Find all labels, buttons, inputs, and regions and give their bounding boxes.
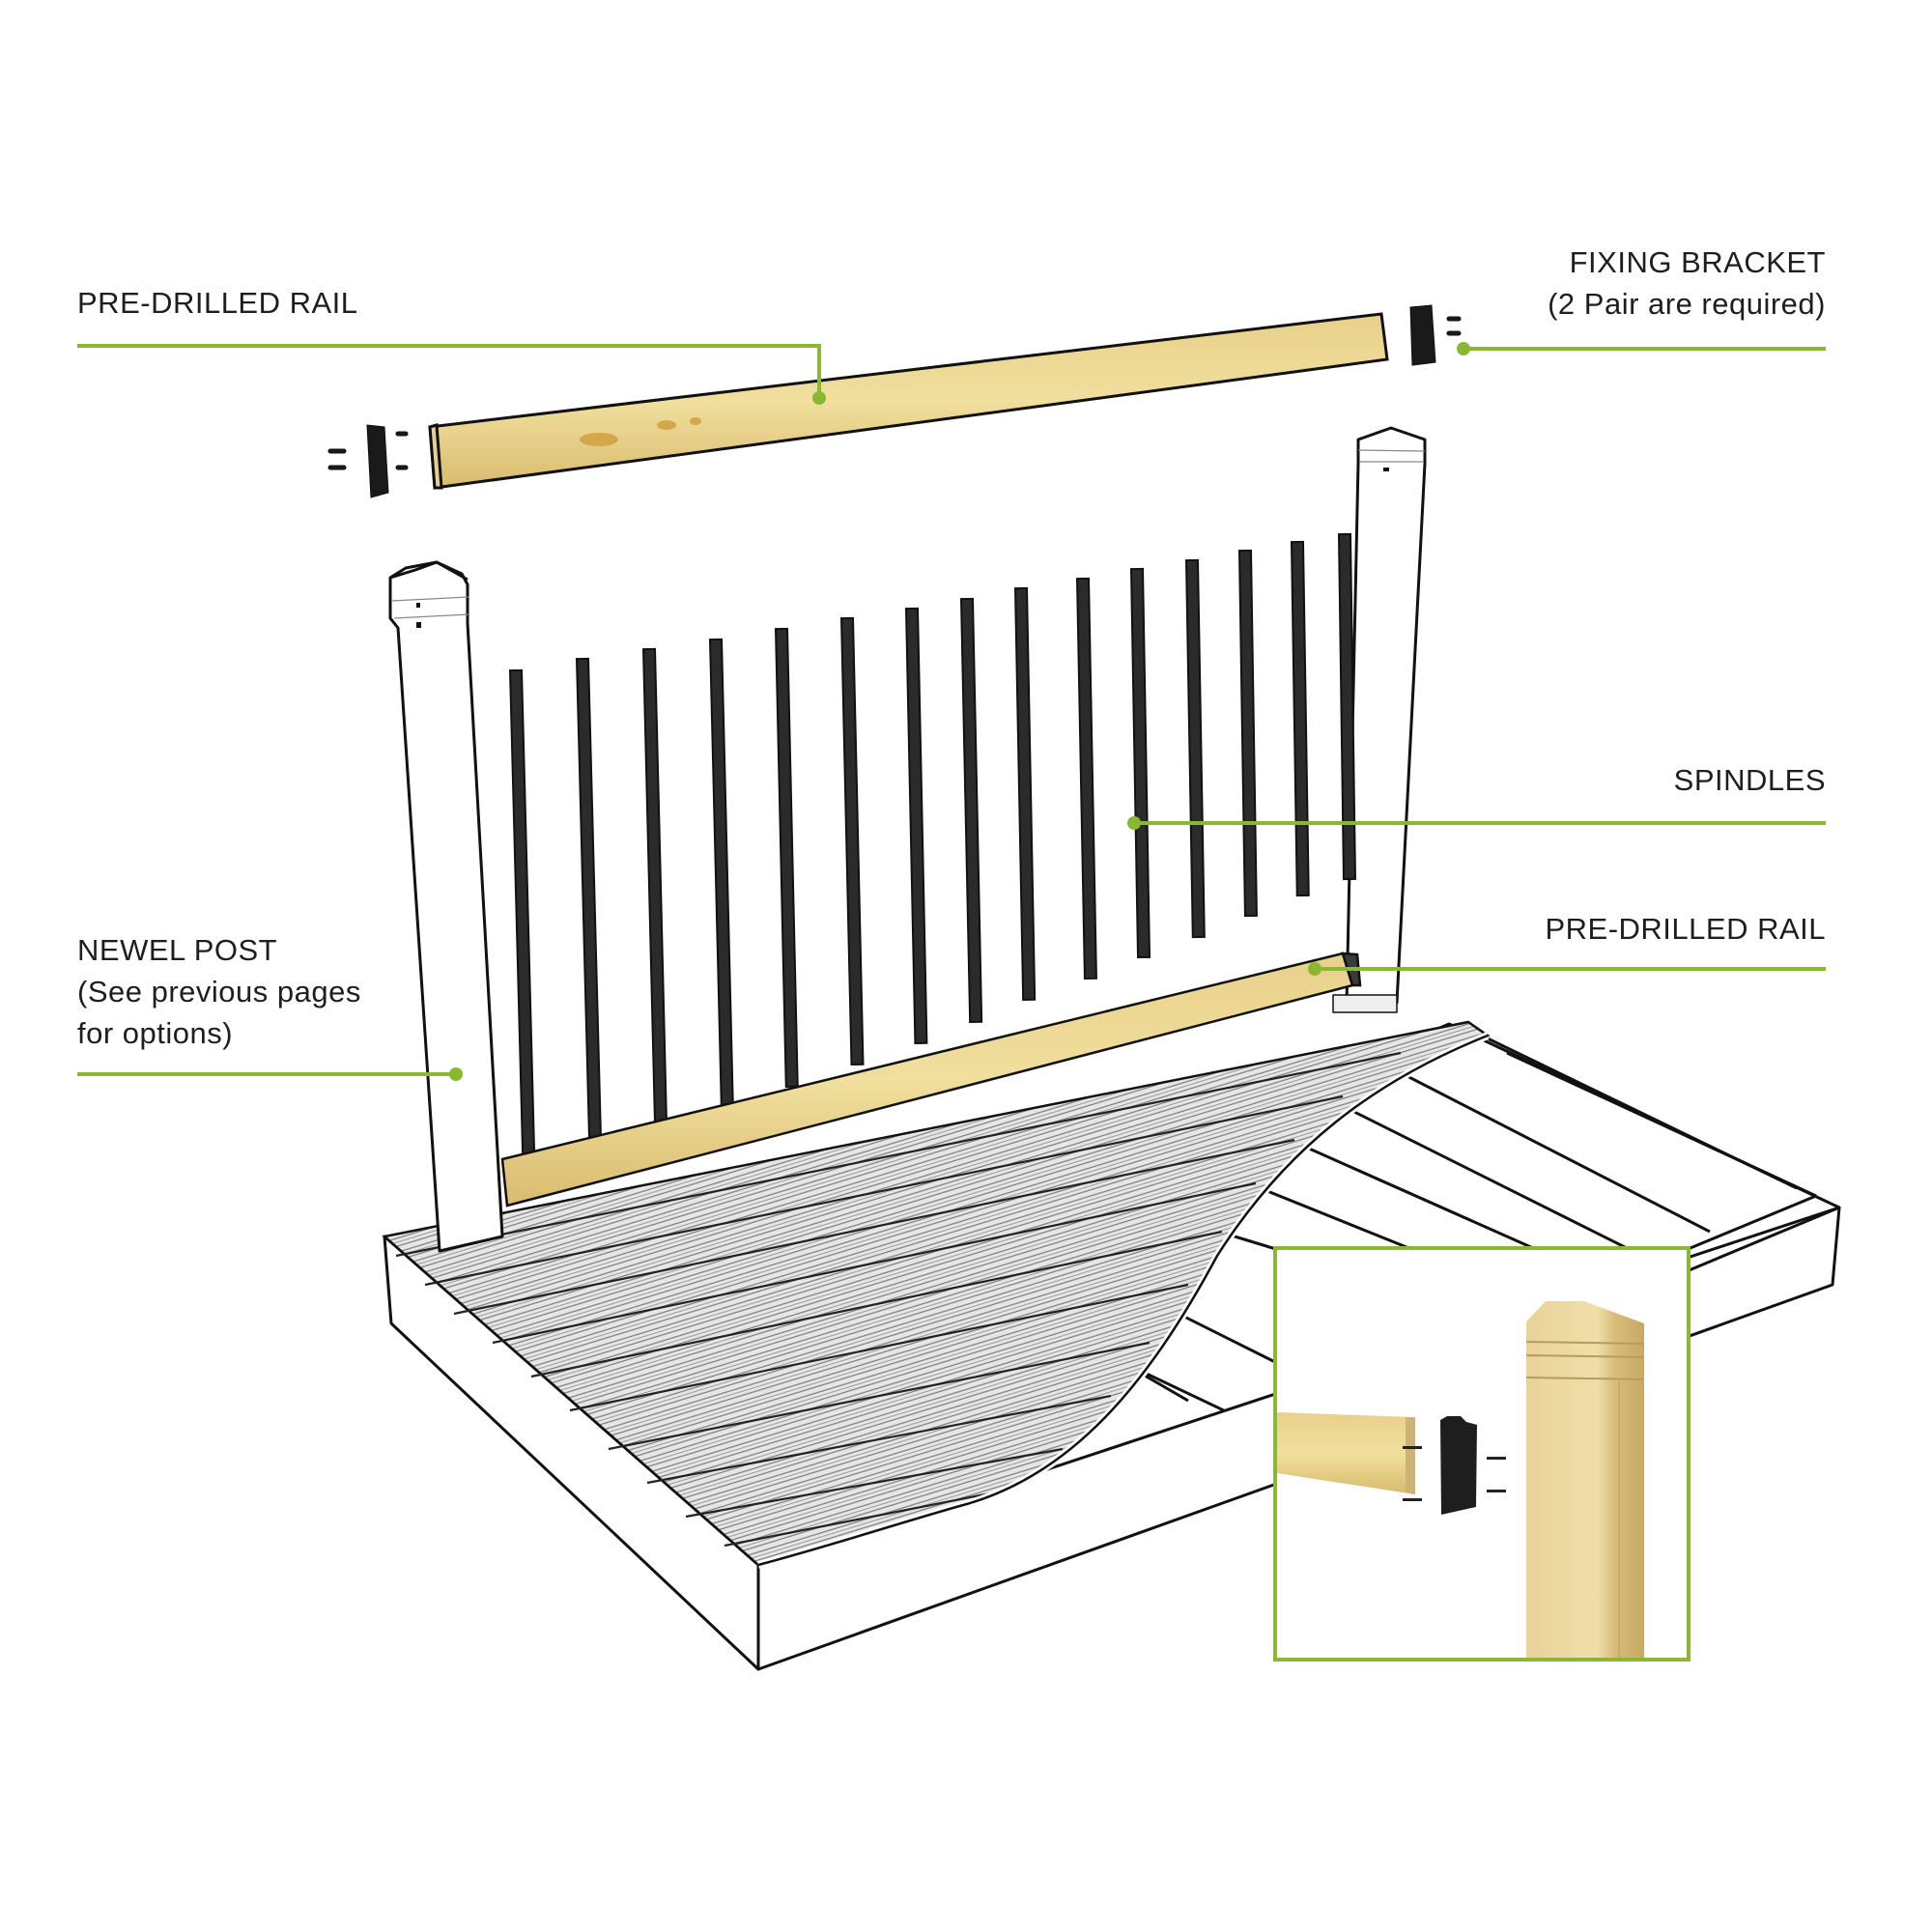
label-newel-post: NEWEL POST (See previous pages for optio…	[77, 929, 361, 1054]
spindles	[508, 532, 1356, 1179]
label-fixing-bracket-title: FIXING BRACKET	[1569, 245, 1826, 279]
label-top-rail-text: PRE-DRILLED RAIL	[77, 286, 358, 320]
deck-boards	[382, 1020, 1491, 1569]
label-bottom-rail-text: PRE-DRILLED RAIL	[1545, 912, 1826, 946]
label-newel-post-note-1: (See previous pages	[77, 975, 361, 1009]
label-spindles: SPINDLES	[1674, 759, 1826, 801]
leader-lines	[77, 342, 1826, 1081]
bottom-rail	[500, 952, 1362, 1208]
fixing-bracket-left	[327, 424, 409, 498]
label-bottom-rail: PRE-DRILLED RAIL	[1545, 908, 1826, 950]
label-top-rail: PRE-DRILLED RAIL	[77, 282, 358, 324]
label-spindles-text: SPINDLES	[1673, 763, 1826, 797]
label-fixing-bracket-note: (2 Pair are required)	[1548, 287, 1826, 321]
inset-detail	[1273, 1246, 1690, 1662]
label-newel-post-note-2: for options)	[77, 1016, 234, 1050]
fixing-bracket-right	[1409, 304, 1462, 366]
label-newel-post-title: NEWEL POST	[77, 933, 278, 967]
newel-post-left	[388, 560, 504, 1253]
newel-post-right	[1332, 426, 1427, 1013]
label-fixing-bracket: FIXING BRACKET (2 Pair are required)	[1548, 242, 1826, 325]
top-rail	[428, 312, 1389, 490]
